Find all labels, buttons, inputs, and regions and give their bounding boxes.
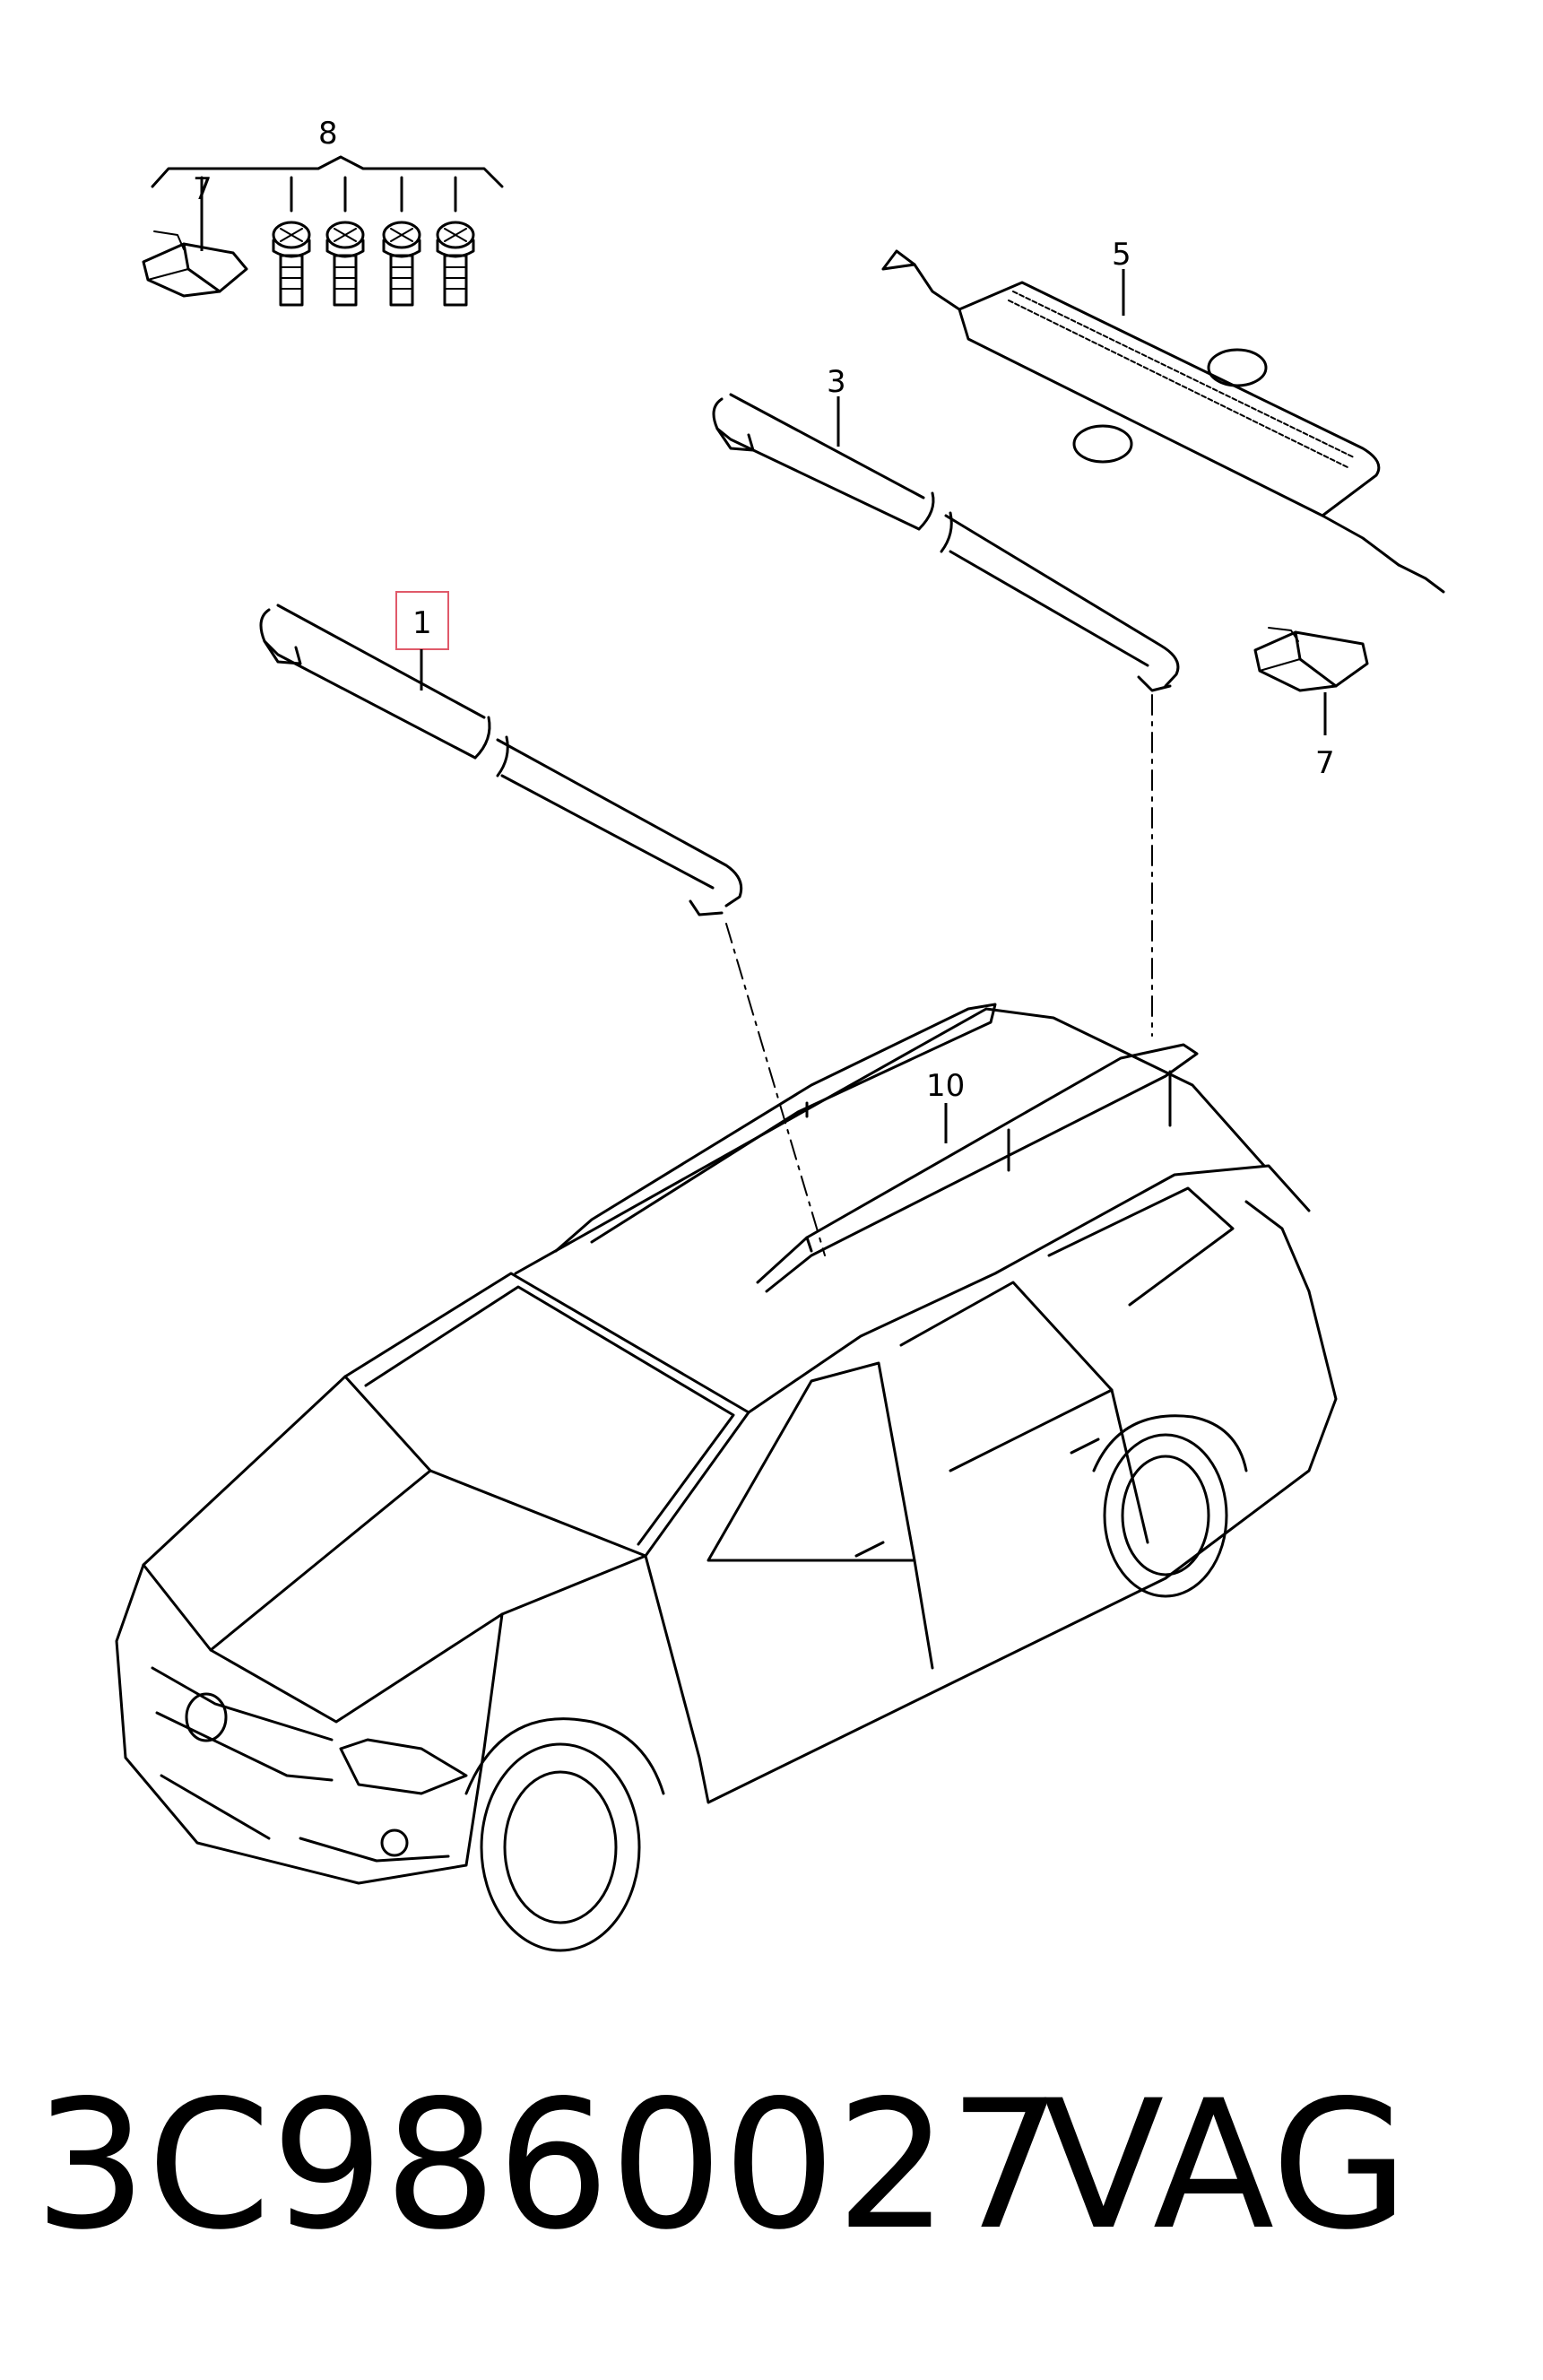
callout-8: 8 xyxy=(318,116,338,152)
part-number-line: 3C9860027 VAG xyxy=(34,2063,1522,2269)
brand-name: VAG xyxy=(1043,2062,1409,2269)
part-number: 3C9860027 xyxy=(34,2062,1062,2269)
station-wagon-car xyxy=(115,1003,1338,1952)
end-cap-top-left xyxy=(142,230,248,298)
callout-3: 3 xyxy=(827,364,846,400)
bolt-set-group xyxy=(151,155,504,307)
bolt-1 xyxy=(272,221,311,307)
callout-1: 1 xyxy=(412,605,432,641)
roof-cargo-cover xyxy=(881,249,1445,594)
bolt-3 xyxy=(382,221,421,307)
callout-7-right: 7 xyxy=(1315,745,1335,781)
crossbar-rear xyxy=(712,393,1180,692)
callout-5: 5 xyxy=(1112,237,1131,273)
callout-10: 10 xyxy=(926,1068,965,1104)
assembly-lines xyxy=(725,694,1153,1256)
callout-7-top-left: 7 xyxy=(193,171,212,207)
bolt-4 xyxy=(436,221,475,307)
crossbar-front xyxy=(259,604,743,916)
end-cap-right xyxy=(1253,627,1369,692)
bolt-2 xyxy=(325,221,365,307)
